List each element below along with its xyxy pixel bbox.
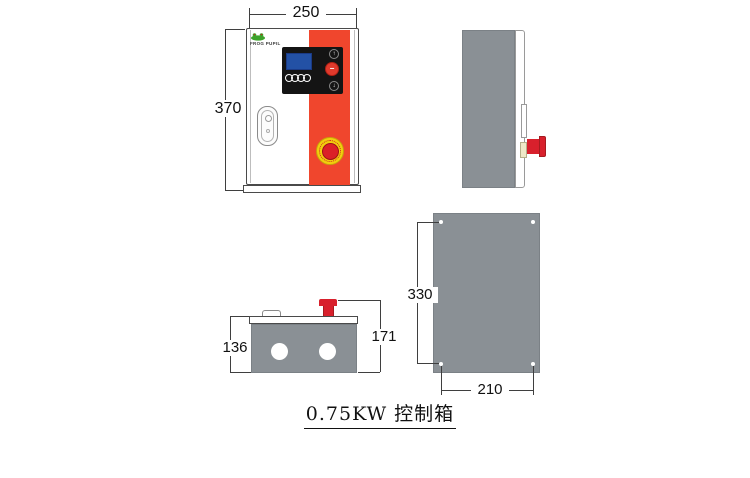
drawing-title: 0.75KW 控制箱 bbox=[303, 399, 457, 429]
cable-hole-left bbox=[271, 343, 288, 360]
dim-back-width-label: 210 bbox=[471, 382, 509, 398]
control-panel: ↑ − ↓ bbox=[282, 47, 343, 94]
caption-container: 0.75KW 控制箱 bbox=[280, 399, 480, 429]
back-cabinet-body bbox=[433, 213, 540, 373]
power-button: − bbox=[325, 62, 339, 76]
side-estop-cap bbox=[539, 136, 546, 157]
dim-front-height-ext-top bbox=[225, 29, 245, 30]
door-handle-inner bbox=[261, 110, 274, 142]
cable-hole-right bbox=[319, 343, 336, 360]
door-handle bbox=[257, 106, 278, 146]
dim-top-depth-ext-top bbox=[230, 316, 249, 317]
mount-hole-top-left bbox=[439, 220, 443, 224]
door-seam-left bbox=[250, 30, 251, 183]
up-button: ↑ bbox=[329, 49, 339, 59]
mount-hole-bottom-right bbox=[531, 362, 535, 366]
dim-back-height-ext-bottom bbox=[417, 363, 439, 364]
dim-front-width-ext-left bbox=[249, 8, 250, 28]
panel-keys-icon bbox=[285, 74, 311, 82]
down-button: ↓ bbox=[329, 81, 339, 91]
brand-logo: FROG PUPIL bbox=[250, 32, 290, 50]
lcd-display bbox=[286, 53, 312, 70]
up-arrow-icon: ↑ bbox=[332, 51, 336, 57]
emergency-stop-text-ring bbox=[319, 140, 341, 162]
dim-top-total-label: 171 bbox=[366, 329, 402, 345]
side-estop-stem bbox=[527, 139, 539, 154]
side-cabinet-body bbox=[462, 30, 515, 188]
dim-back-width-ext-left bbox=[441, 366, 442, 395]
top-cabinet-body bbox=[251, 324, 357, 373]
top-estop-cap bbox=[319, 299, 337, 306]
dim-front-width-ext-right bbox=[356, 8, 357, 28]
front-bottom-rim bbox=[243, 185, 361, 193]
dim-top-depth-ext-bottom bbox=[230, 372, 251, 373]
power-icon: − bbox=[329, 64, 335, 73]
brand-logo-text: FROG PUPIL bbox=[250, 41, 281, 46]
key-ring-icon bbox=[303, 74, 311, 82]
dim-back-height-label: 330 bbox=[402, 287, 438, 303]
mount-hole-top-right bbox=[531, 220, 535, 224]
handle-keyhole-icon bbox=[264, 115, 272, 122]
dim-front-height-label: 370 bbox=[208, 100, 248, 117]
dim-front-width-label: 250 bbox=[286, 4, 326, 21]
top-handle-bump bbox=[262, 310, 281, 316]
dim-front-height-ext-bottom bbox=[225, 190, 243, 191]
down-arrow-icon: ↓ bbox=[332, 83, 336, 89]
door-seam-right bbox=[354, 30, 355, 183]
top-door-edge bbox=[249, 316, 358, 324]
frog-logo-icon bbox=[251, 33, 265, 41]
top-estop-stem bbox=[323, 306, 334, 316]
dim-top-total-ext-top bbox=[338, 300, 380, 301]
mount-hole-bottom-left bbox=[439, 362, 443, 366]
emergency-stop-button bbox=[316, 137, 344, 165]
dim-top-depth-label: 136 bbox=[217, 340, 253, 356]
dim-top-total-ext-bottom bbox=[358, 372, 380, 373]
handle-pin-icon bbox=[266, 129, 270, 133]
side-estop-base bbox=[520, 142, 527, 158]
side-handle-profile bbox=[521, 104, 527, 138]
dim-back-width-ext-right bbox=[533, 366, 534, 395]
dim-back-height-ext-top bbox=[417, 222, 439, 223]
